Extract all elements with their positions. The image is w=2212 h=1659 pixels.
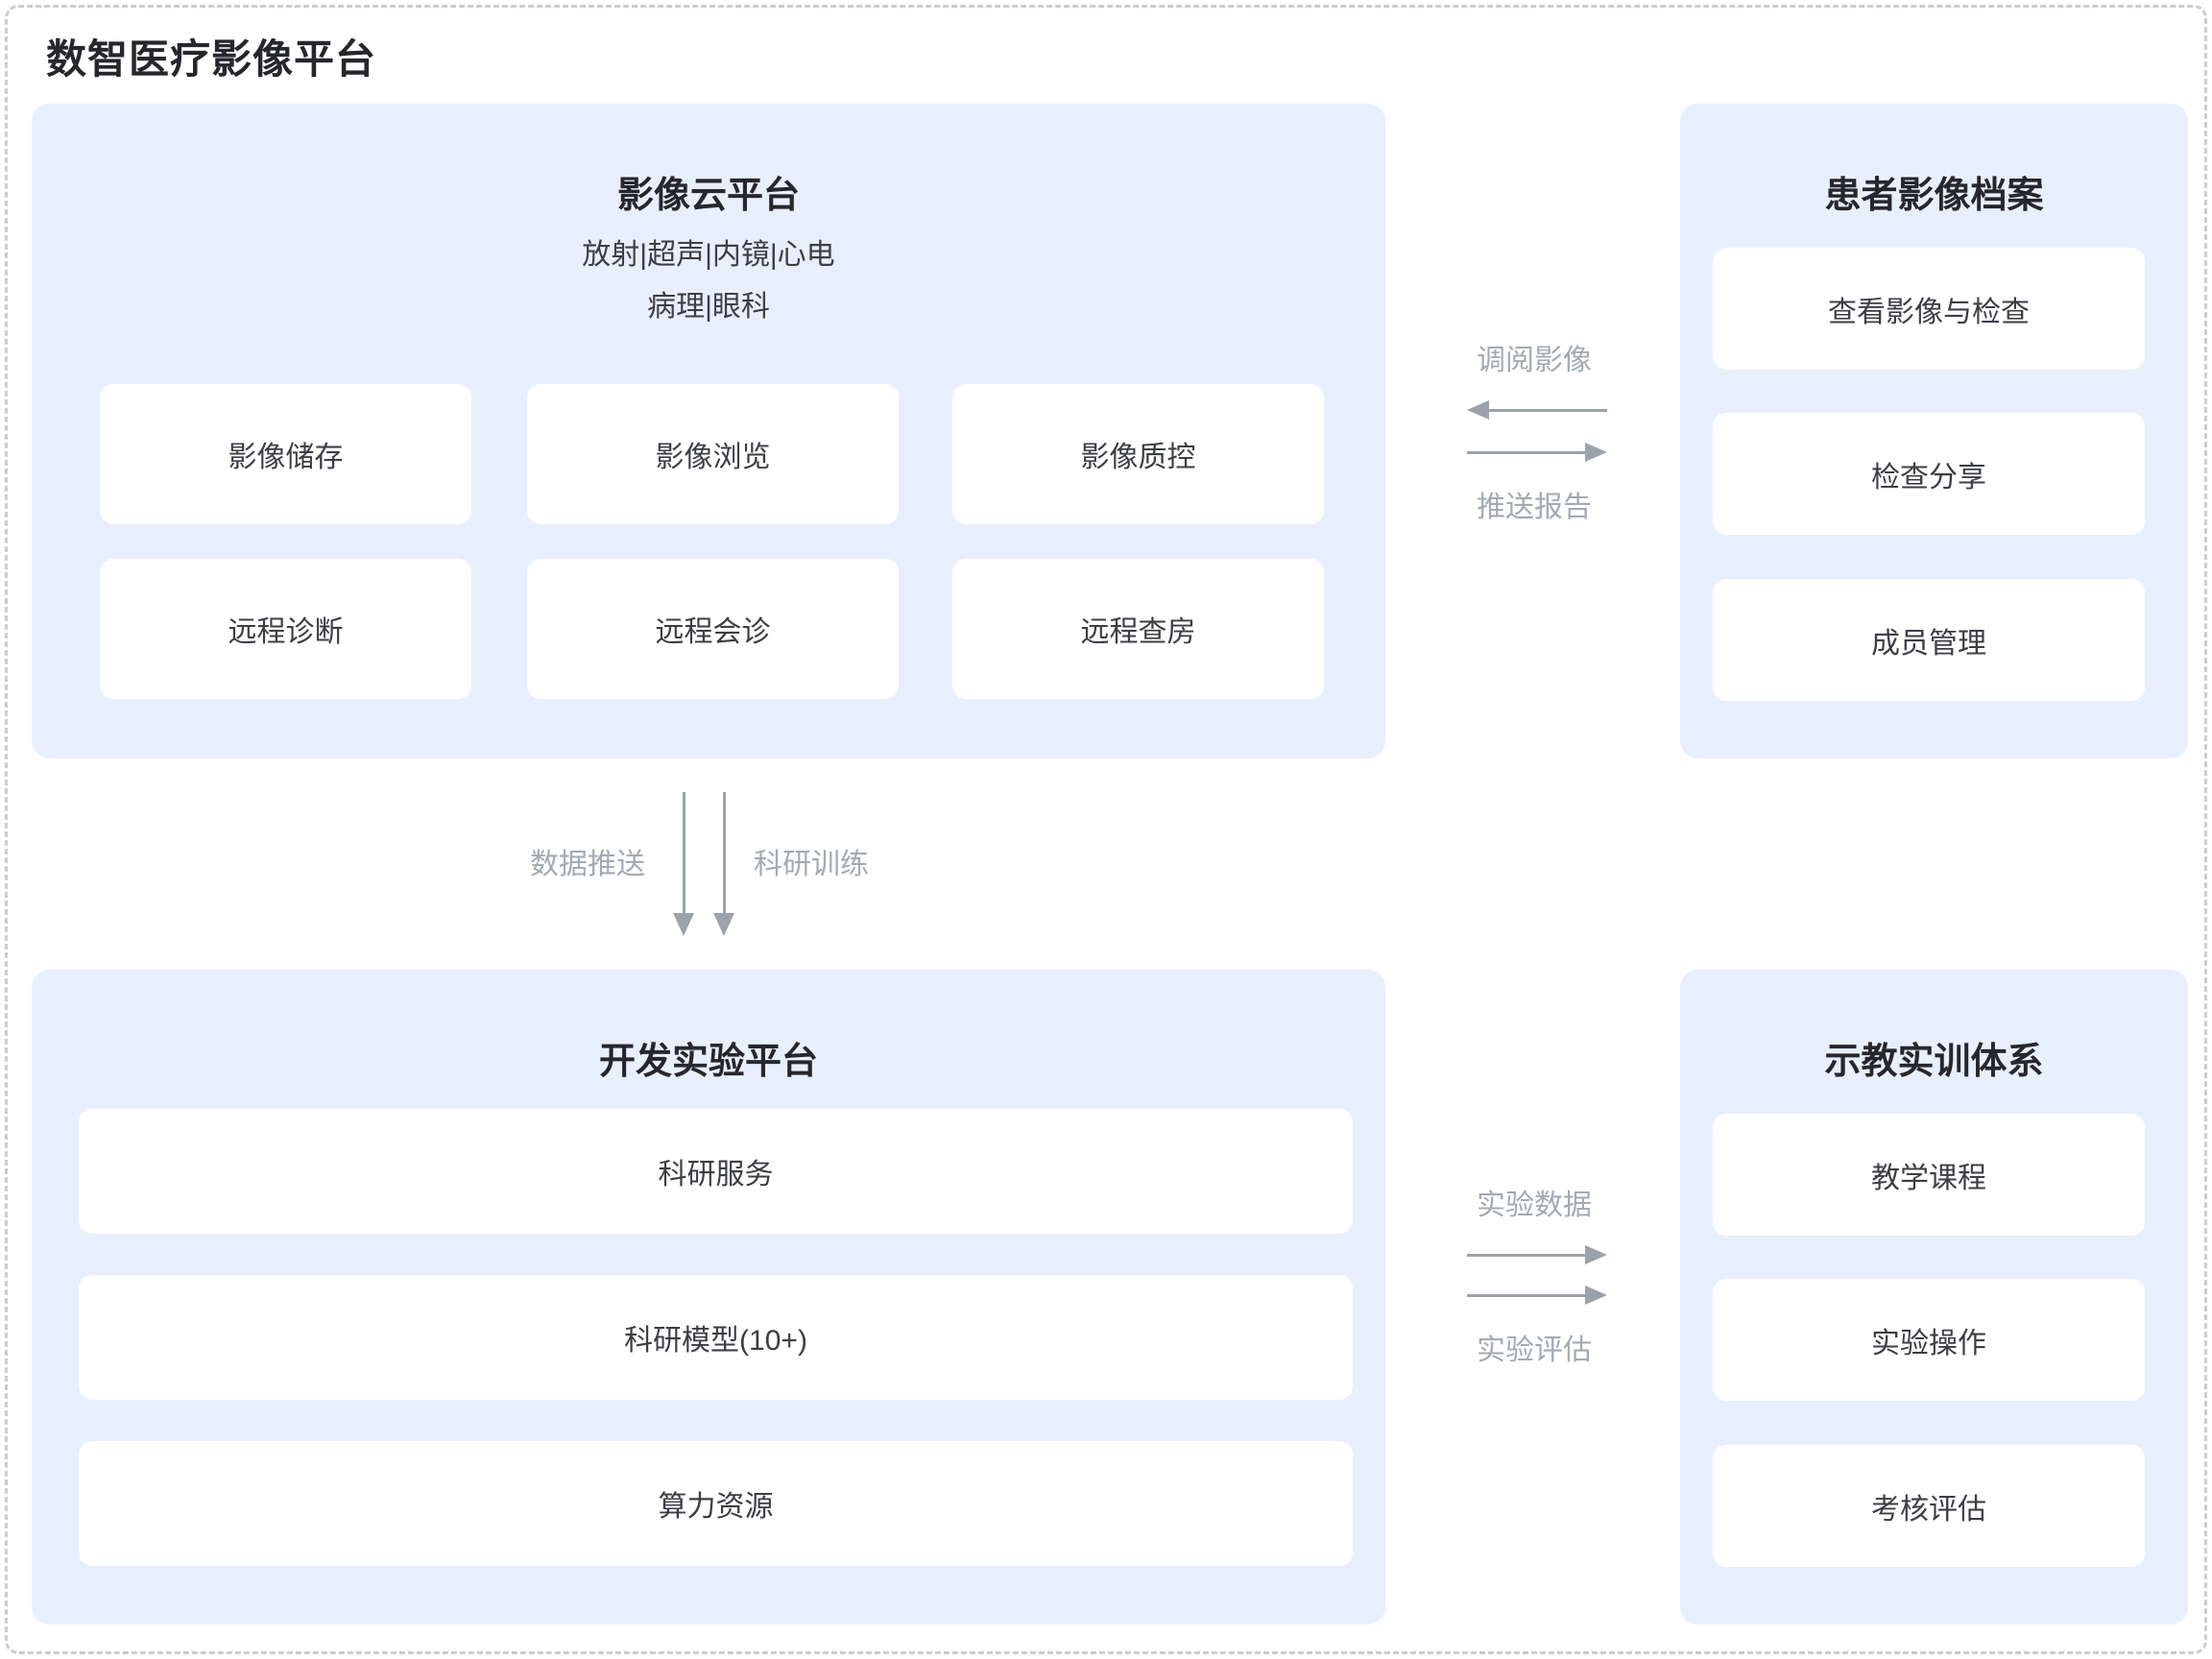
panel-teaching: 示教实训体系 教学课程 实验操作 考核评估 (1680, 970, 2188, 1624)
box-image-browse: 影像浏览 (527, 384, 899, 524)
box-image-qc: 影像质控 (952, 384, 1324, 524)
box-assessment-evaluation: 考核评估 (1713, 1445, 2145, 1567)
label-experiment-eval: 实验评估 (1477, 1334, 1592, 1366)
box-remote-consultation: 远程会诊 (527, 559, 899, 699)
label-research-training: 科研训练 (754, 849, 869, 880)
arrowhead-left-icon (1467, 400, 1489, 420)
box-view-images-exams: 查看影像与检查 (1713, 248, 2145, 370)
arrowhead-right-icon (1585, 1286, 1607, 1305)
box-exam-sharing: 检查分享 (1713, 413, 2145, 535)
label-experiment-data: 实验数据 (1477, 1190, 1592, 1221)
box-remote-diagnosis: 远程诊断 (100, 559, 471, 699)
box-experiment-operation: 实验操作 (1713, 1279, 2145, 1401)
box-image-storage: 影像储存 (100, 384, 471, 524)
panel-dev-lab-title: 开发实验平台 (598, 1042, 818, 1082)
arrowhead-right-icon (1585, 443, 1607, 462)
page-title: 数智医疗影像平台 (46, 36, 377, 82)
box-research-services: 科研服务 (79, 1109, 1353, 1234)
panel-imaging-cloud: 影像云平台 放射|超声|内镜|心电 病理|眼科 影像储存 影像浏览 影像质控 远… (32, 104, 1385, 758)
box-member-management: 成员管理 (1713, 579, 2145, 701)
panel-teaching-title: 示教实训体系 (1824, 1042, 2044, 1082)
box-compute-resources: 算力资源 (79, 1441, 1353, 1566)
panel-imaging-cloud-subtitle-line2: 病理|眼科 (647, 291, 770, 323)
label-push-reports: 推送报告 (1477, 492, 1592, 523)
panel-imaging-cloud-subtitle-line1: 放射|超声|内镜|心电 (582, 239, 835, 271)
arrowhead-down-icon (673, 913, 694, 936)
box-remote-rounds: 远程查房 (952, 559, 1324, 699)
box-research-models: 科研模型(10+) (79, 1275, 1353, 1400)
arrowhead-down-icon (713, 913, 734, 936)
panel-imaging-cloud-title: 影像云平台 (616, 176, 800, 216)
label-data-push: 数据推送 (530, 849, 645, 880)
panel-dev-lab: 开发实验平台 科研服务 科研模型(10+) 算力资源 (32, 970, 1385, 1624)
label-retrieve-images: 调阅影像 (1477, 345, 1592, 376)
panel-patient-archive-title: 患者影像档案 (1824, 176, 2044, 216)
box-teaching-courses: 教学课程 (1713, 1114, 2145, 1236)
panel-patient-archive: 患者影像档案 查看影像与检查 检查分享 成员管理 (1680, 104, 2188, 758)
arrowhead-right-icon (1585, 1245, 1607, 1264)
